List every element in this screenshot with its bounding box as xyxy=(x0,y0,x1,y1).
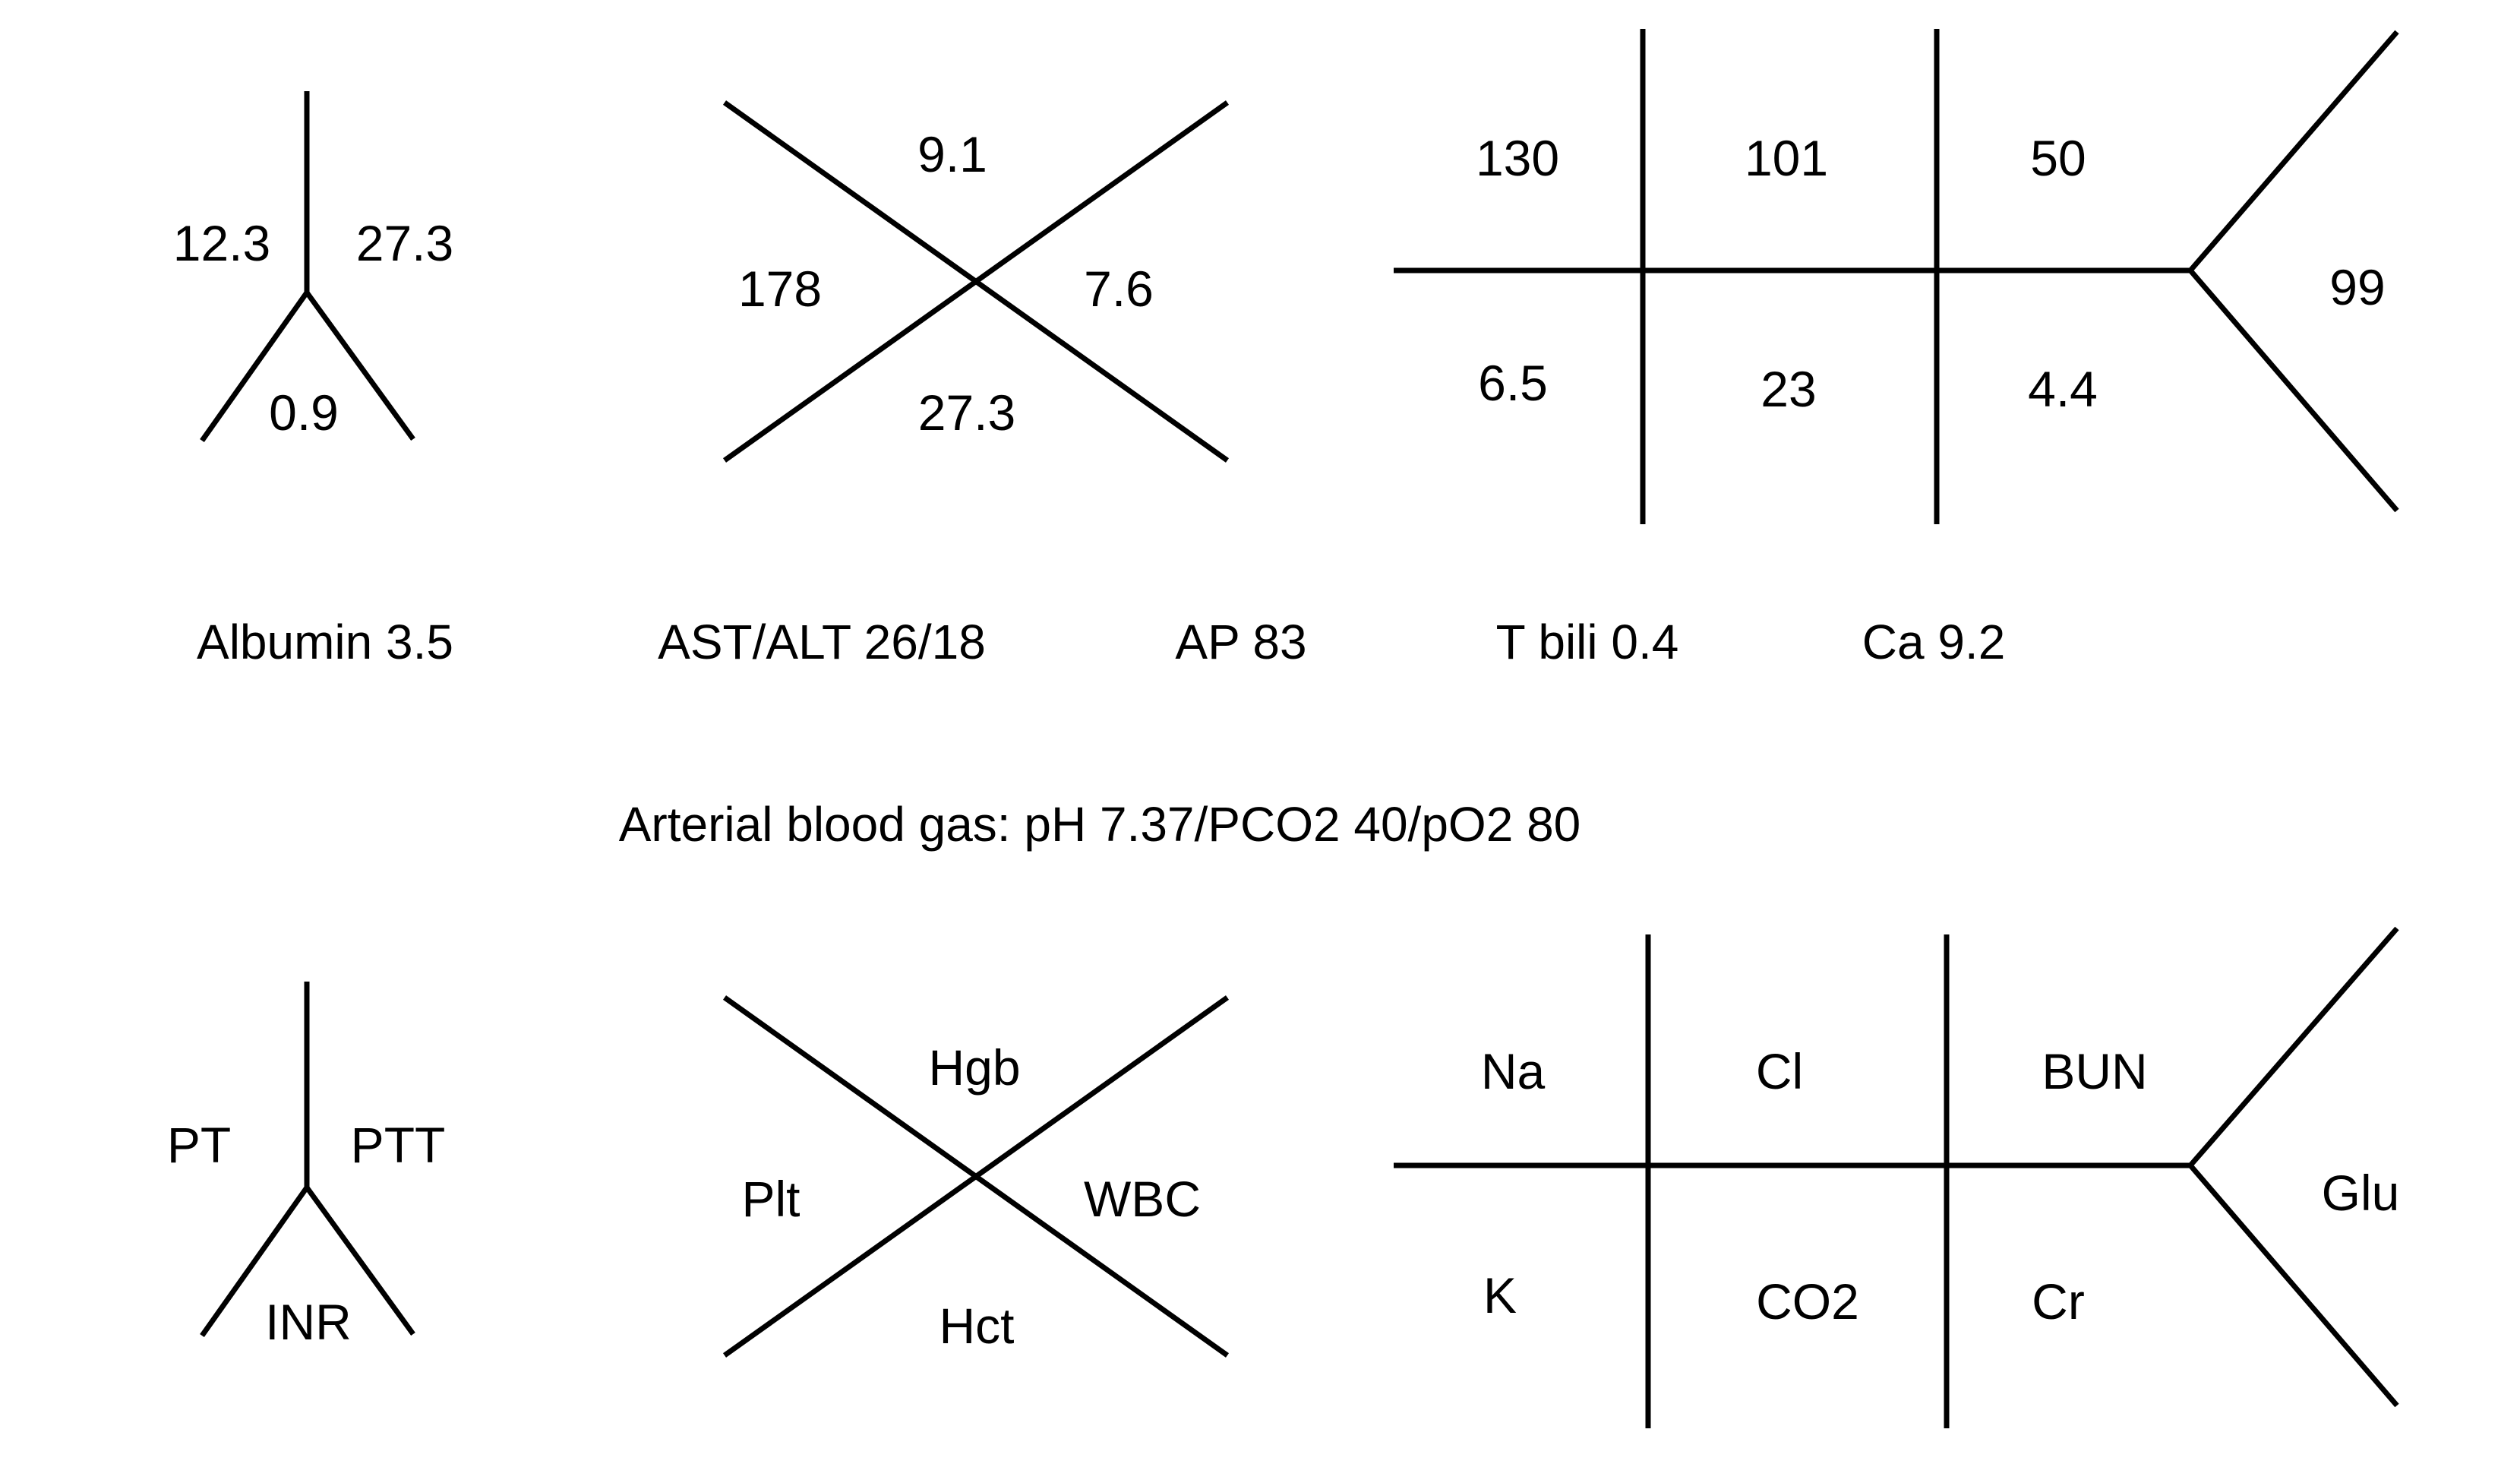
bmp-values-tail-upper xyxy=(2188,30,2399,273)
coag-legend-ptt: PTT xyxy=(350,1117,446,1173)
bmp-value-cr: 4.4 xyxy=(2028,361,2098,417)
bmp-value-k: 6.5 xyxy=(1478,355,1548,411)
cbc-legend-hgb: Hgb xyxy=(928,1039,1021,1096)
lft-label-ca: Ca 9.2 xyxy=(1862,615,2006,669)
coag-value-pt: 12.3 xyxy=(172,215,271,271)
cbc-legend-wbc: WBC xyxy=(1084,1171,1201,1227)
lft-label-t-bili: T bili 0.4 xyxy=(1495,615,1679,669)
bmp-legend-cl: Cl xyxy=(1755,1043,1804,1099)
bmp-legend-tail-upper xyxy=(2188,926,2399,1168)
bmp-value-cl: 101 xyxy=(1744,130,1829,186)
cbc-value-hct: 27.3 xyxy=(917,384,1016,441)
lft-label-ast-alt: AST/ALT 26/18 xyxy=(658,615,986,669)
coag-legend-inr: INR xyxy=(265,1294,352,1350)
cbc-value-plt: 178 xyxy=(737,261,823,317)
cbc-legend-plt: Plt xyxy=(741,1171,801,1227)
bmp-legend-k: K xyxy=(1483,1267,1517,1323)
bmp-legend-bun: BUN xyxy=(2042,1043,2148,1099)
bmp-value-bun: 50 xyxy=(2030,130,2086,186)
bmp-value-na: 130 xyxy=(1475,130,1560,186)
cbc-legend-hct: Hct xyxy=(939,1298,1015,1354)
bmp-legend-cr: Cr xyxy=(2032,1273,2085,1330)
cbc-value-wbc: 7.6 xyxy=(1084,261,1154,317)
lft-label-ap: AP 83 xyxy=(1175,615,1307,669)
arterial-blood-gas-line: Arterial blood gas: pH 7.37/PCO2 40/pO2 … xyxy=(618,797,1581,852)
coag-legend-pt: PT xyxy=(166,1117,232,1173)
coag-value-inr: 0.9 xyxy=(269,384,339,441)
bmp-legend-na: Na xyxy=(1480,1043,1546,1099)
bmp-legend-glu: Glu xyxy=(2321,1165,2400,1221)
lft-label-albumin: Albumin 3.5 xyxy=(197,615,453,669)
bmp-value-glu: 99 xyxy=(2329,259,2386,315)
cbc-value-hgb: 9.1 xyxy=(917,126,987,182)
coag-value-ptt: 27.3 xyxy=(355,215,454,271)
bmp-legend-co2: CO2 xyxy=(1756,1273,1859,1330)
bmp-value-co2: 23 xyxy=(1761,361,1817,417)
